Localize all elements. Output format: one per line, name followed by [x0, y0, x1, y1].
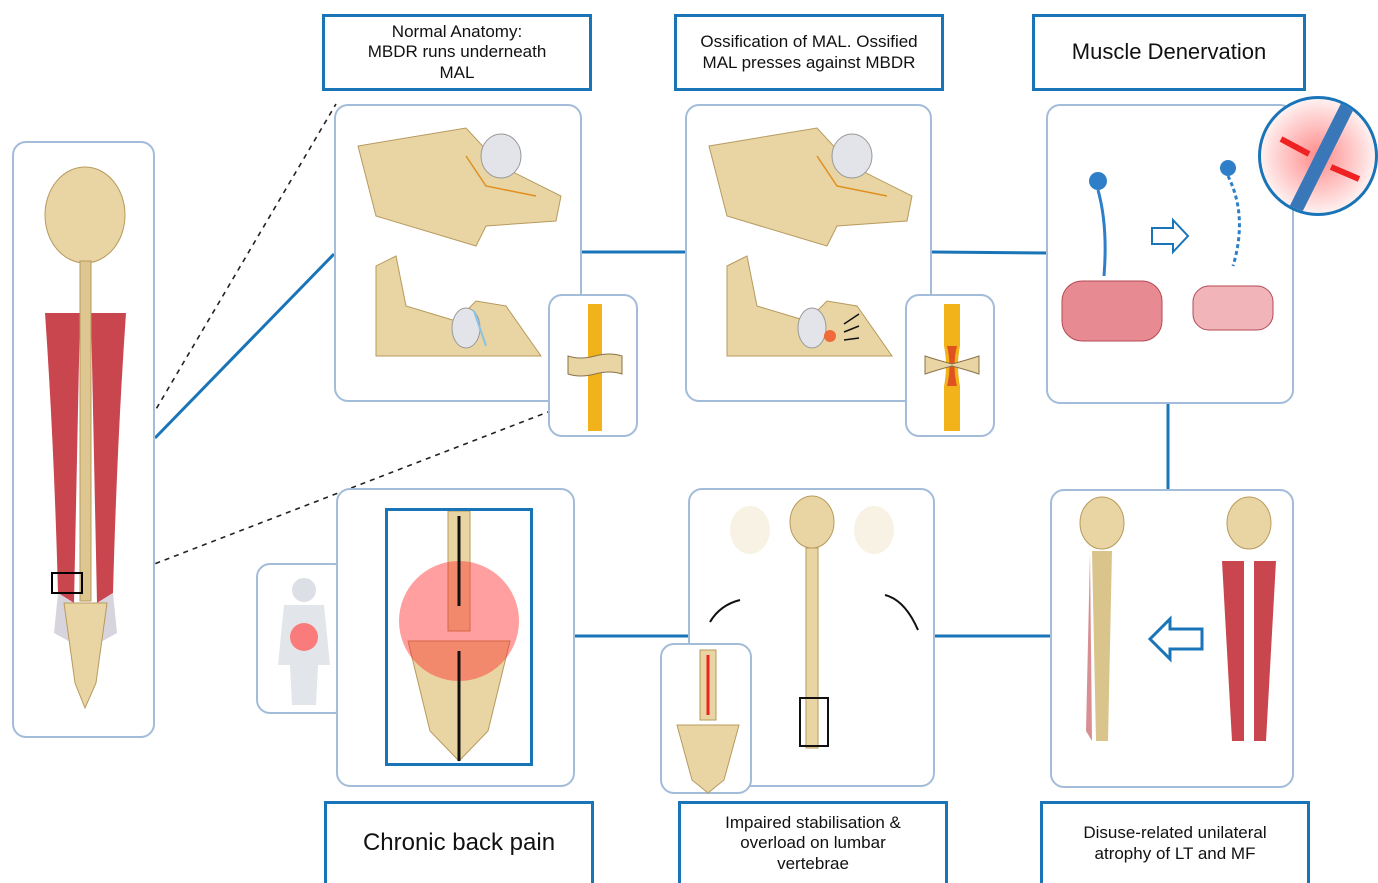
ossification-label: Ossification of MAL. Ossified MAL presse… [674, 14, 944, 91]
connector-line [932, 252, 1046, 253]
overloaded-lumbar-illustration [662, 645, 754, 796]
muscle-denervation-label: Muscle Denervation [1032, 14, 1306, 91]
transition-arrow [1152, 220, 1188, 252]
full-spine-panel [12, 141, 155, 738]
impaired-stabilisation-label: Impaired stabilisation & overload on lum… [678, 801, 948, 883]
muscle-denervation-panel [1046, 104, 1294, 404]
vertebra-illustration [336, 106, 584, 404]
damaged-neuron [1220, 160, 1239, 266]
spine-muscle-illustration [14, 143, 157, 740]
chronic-back-pain-label: Chronic back pain [324, 801, 594, 883]
disuse-atrophy-label: Disuse-related unilateral atrophy of LT … [1040, 801, 1310, 883]
lumbar-zoom-frame [385, 508, 533, 766]
body-silhouette-inset [256, 563, 348, 714]
atrophy-comparison-illustration [1052, 491, 1296, 790]
lumbar-pain-illustration [388, 511, 530, 763]
atrophy-panel [1050, 489, 1294, 788]
healthy-neuron [1089, 172, 1107, 276]
compressed-nerve-illustration [907, 296, 997, 439]
healthy-muscle-bundle [1062, 281, 1162, 341]
healthy-nerve-illustration [550, 296, 640, 439]
ossified-vertebra-illustration [687, 106, 934, 404]
atrophied-muscle-bundle [1193, 286, 1273, 330]
nerve-compression-icon [1261, 99, 1378, 216]
lumbar-pain-panel [336, 488, 575, 787]
compressed-nerve-inset [905, 294, 995, 437]
normal-anatomy-panel [334, 104, 582, 402]
compression-zoom-circle [1258, 96, 1378, 216]
normal-nerve-inset [548, 294, 638, 437]
normal-anatomy-label: Normal Anatomy: MBDR runs underneath MAL [322, 14, 592, 91]
overload-inset [660, 643, 752, 794]
connector-line [155, 254, 334, 438]
ossification-panel [685, 104, 932, 402]
